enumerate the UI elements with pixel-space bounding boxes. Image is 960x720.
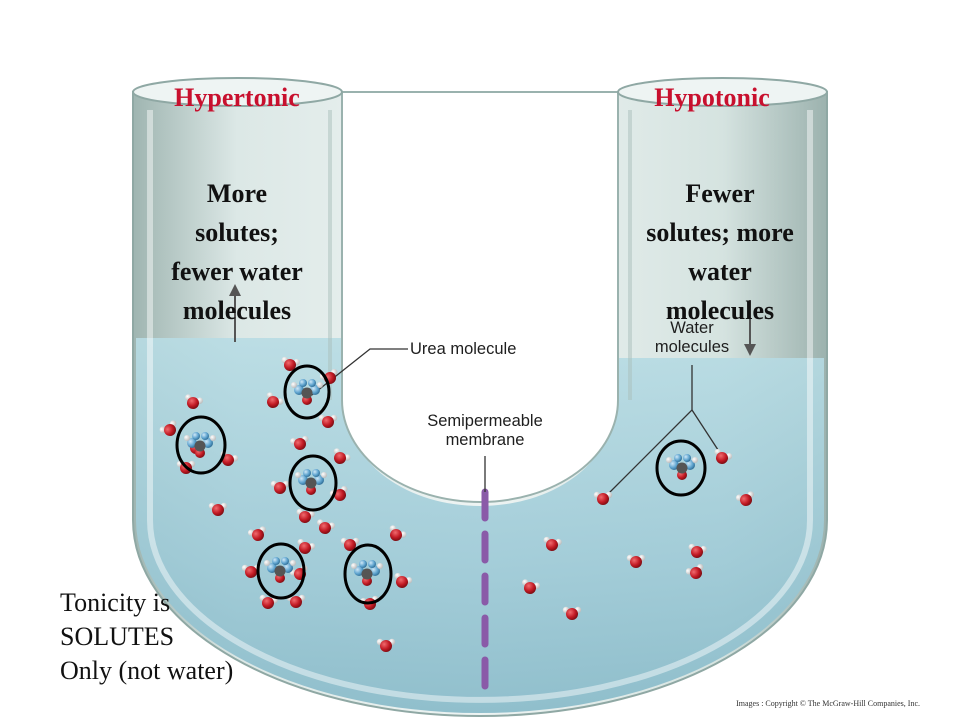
water-molecule [317,519,336,534]
urea-molecule [666,454,698,480]
copyright-notice: Images : Copyright © The McGraw-Hill Com… [736,699,920,708]
water-molecule [626,554,646,568]
urea-molecule [291,379,323,405]
water-molecule [543,536,562,551]
highlight-circle [256,542,306,600]
highlight-circle [343,543,393,605]
right-tube-mouth [617,77,828,107]
water-molecule [259,594,278,609]
water-molecule [296,508,315,523]
left-tube-mouth [132,77,343,107]
water-molecule [247,526,266,541]
water-molecule [185,394,204,409]
water-molecule [394,572,413,588]
water-molecule [159,420,177,436]
tonicity-note-line-2: SOLUTES [60,622,175,651]
water-molecule [685,563,704,579]
water-molecule [389,525,407,541]
water-molecule [318,414,338,428]
water-label-line-1: Water [670,319,714,337]
highlight-circle [175,415,227,475]
water-molecule [735,491,754,506]
water-molecule [522,579,541,594]
urea-molecule [264,557,296,583]
hypertonic-desc-line-2: solutes; [195,218,279,247]
water-molecule [333,448,351,464]
water-molecule [281,356,300,371]
water-molecule [714,448,733,464]
membrane-label-line-1: Semipermeable [427,412,543,430]
urea-molecule [351,560,383,586]
right-level-arrow [744,300,756,356]
water-molecule [208,502,228,516]
water-molecule [340,537,360,551]
hypertonic-desc-line-1: More [206,179,268,208]
tonicity-note-line-1: Tonicity is [60,588,171,617]
urea-molecule-label: Urea molecule [410,340,517,358]
membrane-label: Semipermeable membrane [405,412,565,450]
hypotonic-desc-line-1: Fewer [685,179,755,208]
water-molecules-label: Water molecules [632,319,752,357]
highlight-circle [288,454,338,512]
hypertonic-description: More solutes; fewer water molecules [137,174,337,330]
water-molecule [688,543,707,558]
highlight-circles [175,364,707,605]
hypotonic-header: Hypotonic [654,83,770,112]
hypotonic-desc-line-2: solutes; more [646,218,794,247]
hypertonic-desc-line-4: molecules [182,296,292,325]
water-molecule [562,606,582,620]
water-label-line-2: molecules [654,338,730,356]
solution-fill [136,338,824,713]
tonicity-note-line-3: Only (not water) [60,656,234,685]
highlight-circle [655,439,707,497]
water-leader-line-2 [691,409,723,457]
left-level-arrow [229,284,241,342]
urea-molecule [184,432,216,458]
water-molecule [593,491,613,505]
water-molecule [270,480,290,494]
water-molecule [266,392,284,408]
water-molecule [297,538,316,554]
urea-molecule [295,469,327,495]
hypertonic-header: Hypertonic [174,83,300,112]
hypotonic-desc-line-3: water [688,257,752,286]
hypotonic-desc-line-4: molecules [665,296,775,325]
membrane-label-line-2: membrane [445,431,525,449]
hypotonic-description: Fewer solutes; more water molecules [610,174,830,330]
hypertonic-desc-line-3: fewer water [171,257,303,286]
water-molecule [290,435,309,450]
water-molecule [376,638,396,652]
water-molecule [286,594,306,608]
tonicity-note: Tonicity is SOLUTES Only (not water) [60,586,233,688]
highlight-circle [283,364,331,420]
